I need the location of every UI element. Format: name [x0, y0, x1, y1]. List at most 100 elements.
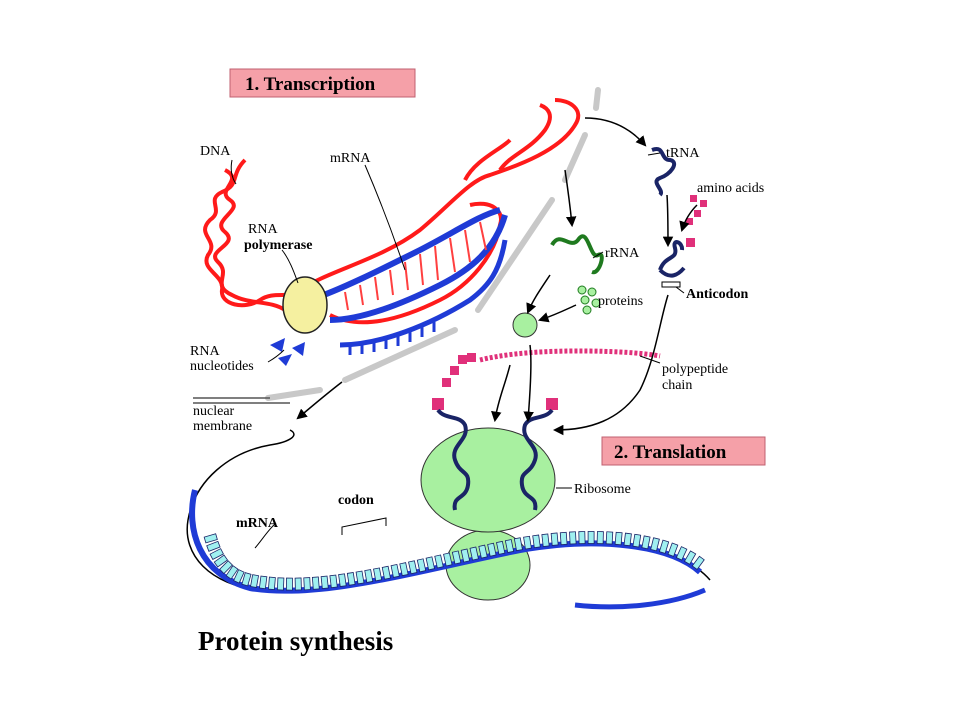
- nuclear-membrane: [265, 87, 601, 401]
- codon-tick: [303, 577, 311, 591]
- codon-tick: [276, 577, 285, 591]
- label-dna: DNA: [200, 144, 231, 159]
- codon-tick: [667, 542, 679, 557]
- codon-tick: [596, 531, 604, 545]
- codon-tick: [632, 533, 642, 548]
- codon-tick: [408, 560, 418, 575]
- process-arrows: [296, 117, 698, 436]
- codon-tick: [683, 550, 697, 565]
- codon-tick: [294, 577, 302, 591]
- label-nuclear-membrane-line2: membrane: [193, 419, 252, 434]
- codon-tick: [559, 531, 568, 546]
- anticodon-mark: [661, 281, 681, 288]
- codon-tick: [250, 574, 260, 588]
- codon-tick: [233, 569, 245, 584]
- codon-ticks: [203, 531, 705, 591]
- codon-tick: [364, 569, 374, 583]
- codon-tick: [550, 532, 559, 546]
- label-codon: codon: [338, 493, 374, 508]
- label-rrna: rRNA: [605, 246, 640, 261]
- codon-tick: [213, 554, 229, 568]
- label-mrna-bottom: mRNA: [236, 516, 279, 531]
- codon-tick: [203, 533, 218, 544]
- codon-tick: [541, 533, 550, 547]
- codon-tick: [469, 546, 479, 561]
- codon-tick: [338, 573, 347, 587]
- codon-tick: [381, 565, 391, 580]
- codon-tick: [311, 576, 320, 590]
- label-rna-nucleotides-line1: RNA: [190, 344, 220, 359]
- amino-acid-cluster: [686, 195, 707, 247]
- codon-bracket: [341, 517, 387, 535]
- rna-nucleotides-shapes: [270, 338, 305, 366]
- label-nuclear-membrane-line1: nuclear: [193, 404, 235, 419]
- label-mrna-top: mRNA: [330, 151, 371, 166]
- codon-tick: [569, 531, 577, 545]
- diagram-title: Protein synthesis: [198, 626, 393, 656]
- codon-tick: [258, 575, 268, 590]
- codon-tick: [206, 540, 221, 552]
- codon-tick: [578, 531, 586, 545]
- codon-tick: [614, 531, 623, 546]
- codon-tick: [399, 562, 409, 577]
- translation-banner: 2. Translation: [601, 436, 766, 466]
- codon-tick: [329, 574, 338, 589]
- label-anticodon: Anticodon: [686, 287, 748, 302]
- ribosome-subunit: [512, 312, 538, 338]
- codon-tick: [658, 539, 670, 554]
- codon-tick: [390, 563, 400, 578]
- label-rna-nucleotides-line2: nucleotides: [190, 359, 254, 374]
- proteins-dots: [577, 285, 601, 315]
- codon-tick: [691, 555, 705, 571]
- codon-tick: [225, 565, 239, 580]
- codon-tick: [460, 548, 471, 563]
- transcription-banner-text: 1. Transcription: [245, 74, 376, 95]
- nuclear-membrane-line: [193, 397, 290, 404]
- polypeptide-chain-shape: [432, 348, 661, 410]
- label-proteins: proteins: [598, 294, 643, 309]
- codon-tick: [650, 537, 660, 552]
- codon-tick: [478, 544, 488, 559]
- codon-tick: [532, 534, 541, 549]
- codon-tick: [346, 572, 356, 586]
- codon-tick: [487, 542, 497, 557]
- codon-tick: [267, 576, 276, 590]
- transcription-banner: 1. Transcription: [229, 68, 416, 98]
- codon-tick: [355, 570, 365, 585]
- trna-shape: [651, 147, 677, 197]
- codon-tick: [320, 575, 329, 590]
- codon-tick: [504, 539, 515, 553]
- codon-tick: [241, 572, 252, 587]
- codon-tick: [675, 546, 688, 561]
- charged-trna-shape: [658, 240, 686, 278]
- label-ribosome: Ribosome: [574, 482, 631, 497]
- translation-banner-text: 2. Translation: [614, 442, 727, 463]
- label-trna: tRNA: [666, 146, 700, 161]
- label-rna-polymerase-line1: RNA: [248, 222, 278, 237]
- codon-tick: [623, 532, 632, 547]
- codon-tick: [523, 535, 532, 550]
- rrna-shape: [550, 234, 604, 275]
- codon-tick: [605, 531, 614, 545]
- codon-tick: [443, 552, 453, 567]
- label-rna-polymerase-line2: polymerase: [244, 238, 312, 253]
- rna-polymerase-shape: [282, 276, 328, 334]
- codon-tick: [219, 560, 233, 575]
- codon-tick: [496, 540, 506, 555]
- codon-tick: [209, 548, 224, 561]
- codon-tick: [451, 550, 462, 565]
- codon-tick: [285, 577, 293, 591]
- label-polypeptide-line1: polypeptide: [662, 362, 728, 377]
- codon-tick: [513, 537, 523, 552]
- codon-tick: [416, 558, 427, 573]
- codon-tick: [587, 531, 595, 544]
- codon-tick: [425, 556, 436, 571]
- mrna-template: [309, 207, 508, 355]
- leader-lines: [230, 152, 685, 549]
- codon-tick: [373, 567, 383, 582]
- label-amino-acids: amino acids: [697, 181, 764, 196]
- label-polypeptide-line2: chain: [662, 378, 692, 393]
- codon-tick: [641, 535, 651, 550]
- codon-tick: [434, 554, 444, 569]
